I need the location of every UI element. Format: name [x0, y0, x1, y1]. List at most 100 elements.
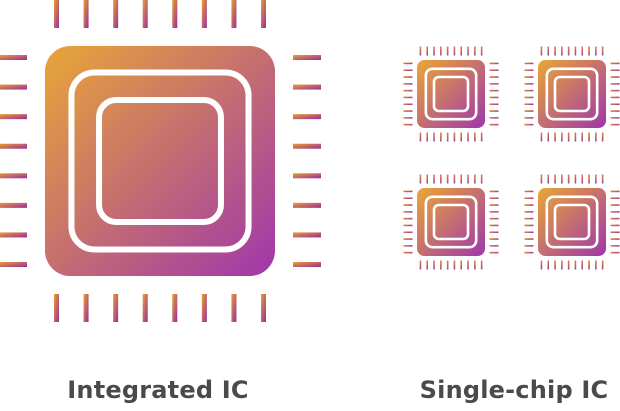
single-chip-ic-3-body	[417, 188, 485, 256]
single-chip-ic-2-pin-left	[524, 89, 534, 92]
single-chip-ic-2-pin-bottom	[595, 132, 597, 142]
single-chip-ic-2-pin-left	[524, 83, 534, 85]
single-chip-ic-2-pin-top	[581, 46, 583, 56]
single-chip-ic-3-pin-bottom	[440, 260, 442, 270]
single-chip-ic-2-pin-left	[524, 103, 534, 105]
integrated-ic-pin-bottom	[261, 294, 266, 322]
single-chip-ic-4-pin-left	[524, 224, 534, 227]
single-chip-ic-4-pin-left	[524, 217, 534, 220]
single-chip-ic-2-pin-right	[610, 76, 620, 78]
single-chip-ic-4-pin-top	[581, 174, 583, 184]
single-chip-ic-1-pin-right	[489, 89, 499, 92]
single-chip-ic-4-pin-bottom	[581, 260, 583, 270]
single-chip-ic-1-pin-right	[489, 83, 499, 85]
single-chip-ic-3-pin-right	[489, 231, 499, 233]
single-chip-ic-2-pin-left	[524, 117, 534, 119]
integrated-ic-pin-right	[293, 84, 321, 90]
single-chip-ic-2-pin-bottom	[581, 132, 583, 142]
single-chip-ic-2-pin-bottom	[567, 132, 570, 142]
integrated-ic-pin-right	[293, 232, 321, 238]
single-chip-ic-1	[403, 46, 499, 142]
integrated-ic-pin-top	[83, 0, 89, 28]
single-chip-ic-3-pin-right	[489, 251, 499, 254]
single-chip-ic-1-pin-bottom	[426, 132, 428, 142]
integrated-ic-pin-right	[293, 202, 321, 208]
single-chip-ic-1-pin-left	[403, 89, 413, 92]
single-chip-ic-3-pin-top	[467, 174, 469, 184]
single-chip-ic-1-pin-bottom	[446, 132, 449, 142]
single-chip-ic-3	[403, 174, 499, 270]
single-chip-ic-1-pin-top	[446, 46, 449, 56]
single-chip-ic-2-pin-left	[524, 76, 534, 78]
single-chip-ic-4-inner-ring	[553, 203, 591, 241]
single-chip-ic-3-pin-right	[489, 204, 499, 206]
single-chip-ic-4-pin-right	[610, 231, 620, 233]
single-chip-ic-2-body	[538, 60, 606, 128]
single-chip-ic-3-pin-top	[419, 174, 422, 184]
single-chip-ic-4-pin-left	[524, 231, 534, 233]
single-chip-ic-1-pin-right	[489, 110, 499, 112]
single-chip-ic-1-pin-left	[403, 96, 413, 99]
single-chip-ic-2-inner-ring	[553, 75, 591, 113]
single-chip-ic-label: Single-chip IC	[419, 376, 609, 404]
single-chip-ic-3-pin-bottom	[460, 260, 462, 270]
single-chip-ic-3-pin-left	[403, 204, 413, 206]
single-chip-ic-3-pin-left	[403, 211, 413, 213]
single-chip-ic-3-pin-right	[489, 217, 499, 220]
single-chip-ic-1-pin-bottom	[440, 132, 442, 142]
integrated-ic-pin-right	[293, 262, 321, 267]
single-chip-ic-3-pin-left	[403, 251, 413, 254]
single-chip-ic-2-pin-top	[574, 46, 577, 56]
single-chip-ic-1-pin-right	[489, 117, 499, 119]
single-chip-ic-3-pin-left	[403, 217, 413, 220]
integrated-ic	[0, 0, 321, 322]
single-chip-ic-4-pin-bottom	[601, 260, 604, 270]
single-chip-ic-3-pin-bottom	[426, 260, 428, 270]
single-chip-ic-1-pin-left	[403, 62, 413, 65]
single-chip-ic-3-pin-top	[433, 174, 435, 184]
single-chip-ic-4-pin-right	[610, 238, 620, 240]
single-chip-ic-2-pin-left	[524, 62, 534, 65]
single-chip-ic-1-pin-right	[489, 69, 499, 71]
single-chip-ic-2-outer-ring	[545, 67, 599, 121]
integrated-ic-pin-right	[293, 55, 321, 60]
single-chip-ic-4-pin-left	[524, 204, 534, 206]
single-chip-ic-2-pin-left	[524, 96, 534, 99]
single-chip-ic-1-pin-top	[419, 46, 422, 56]
single-chip-ic-3-outer-ring	[424, 195, 478, 249]
single-chip-ic-4-pin-right	[610, 211, 620, 213]
single-chip-ic-2-pin-top	[601, 46, 604, 56]
single-chip-ic-1-pin-top	[426, 46, 428, 56]
single-chip-grid	[403, 46, 620, 270]
single-chip-ic-2-pin-top	[547, 46, 549, 56]
single-chip-ic-4-sheen	[538, 188, 606, 256]
single-chip-ic-2-pin-left	[524, 123, 534, 126]
single-chip-ic-4-pin-right	[610, 217, 620, 220]
single-chip-ic-2-pin-right	[610, 62, 620, 65]
single-chip-ic-2	[524, 46, 620, 142]
single-chip-ic-2-pin-bottom	[561, 132, 563, 142]
single-chip-ic-4-pin-left	[524, 197, 534, 199]
single-chip-ic-3-pin-right	[489, 190, 499, 193]
integrated-ic-pin-top	[261, 0, 266, 28]
single-chip-ic-3-pin-bottom	[433, 260, 435, 270]
single-chip-ic-2-pin-right	[610, 103, 620, 105]
single-chip-ic-4-pin-top	[540, 174, 543, 184]
single-chip-ic-4-pin-top	[595, 174, 597, 184]
single-chip-ic-2-pin-bottom	[540, 132, 543, 142]
single-chip-ic-1-pin-left	[403, 123, 413, 126]
single-chip-ic-4-pin-bottom	[561, 260, 563, 270]
single-chip-ic-4-pin-top	[567, 174, 570, 184]
integrated-ic-pin-right	[293, 143, 321, 149]
single-chip-ic-2-pin-top	[588, 46, 590, 56]
single-chip-ic-3-pin-top	[446, 174, 449, 184]
integrated-ic-inner-ring	[96, 97, 224, 225]
integrated-ic-pin-top	[113, 0, 119, 28]
integrated-ic-pin-left	[0, 173, 27, 179]
single-chip-ic-1-pin-right	[489, 103, 499, 105]
single-chip-ic-4-body	[538, 188, 606, 256]
single-chip-ic-3-pin-bottom	[453, 260, 456, 270]
single-chip-ic-3-pin-right	[489, 197, 499, 199]
single-chip-ic-3-pin-left	[403, 245, 413, 247]
single-chip-ic-2-pin-top	[561, 46, 563, 56]
